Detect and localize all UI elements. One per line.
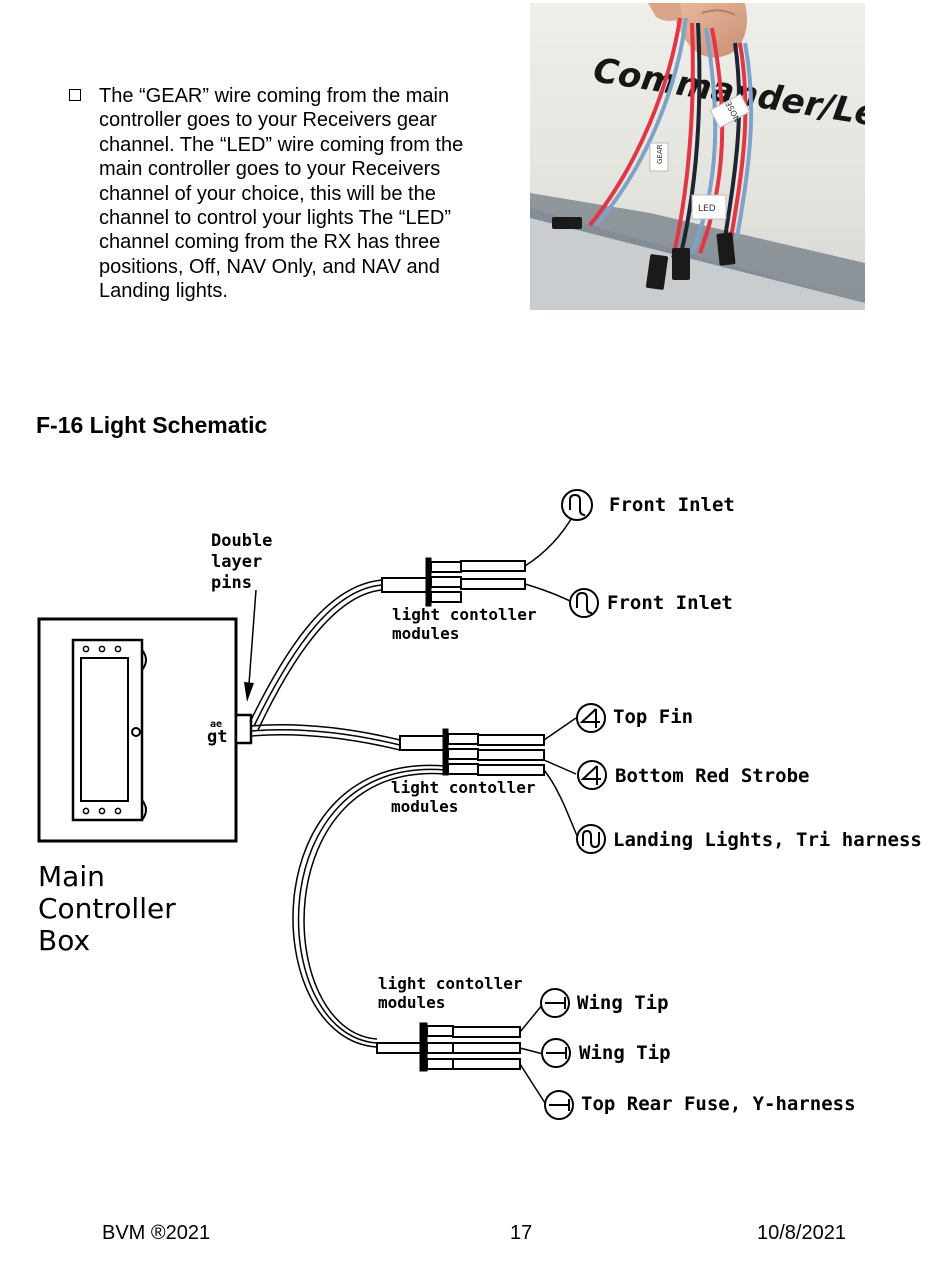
checkbox-bullet <box>69 89 81 101</box>
svg-text:light contoller: light contoller <box>392 605 537 624</box>
svg-text:GEAR: GEAR <box>656 144 664 164</box>
twisted-wires <box>588 17 754 259</box>
svg-text:modules: modules <box>378 993 445 1012</box>
front-inlet-1-icon <box>561 489 593 521</box>
svg-text:Box: Box <box>38 924 90 957</box>
wire-tag-gear: GEAR <box>649 142 669 172</box>
light-label-front-inlet-2: Front Inlet <box>607 592 733 614</box>
module-3 <box>376 1022 521 1072</box>
wire-tag-nose: NOSE <box>709 93 751 129</box>
module-label-2: light contoller modules <box>391 778 536 816</box>
module-2 <box>399 728 545 776</box>
hand-graphic <box>648 3 748 58</box>
top-fin-icon <box>576 703 606 733</box>
light-label-wing-tip-2: Wing Tip <box>579 1042 671 1064</box>
svg-text:Controller: Controller <box>38 892 176 925</box>
servo-connectors <box>552 217 736 290</box>
wiring-photo: Commander/Le NOSE GEAR LED <box>530 3 865 310</box>
svg-text:layer: layer <box>211 552 262 572</box>
light-label-landing-lights: Landing Lights, Tri harness <box>613 829 922 851</box>
light-label-wing-tip-1: Wing Tip <box>577 992 669 1014</box>
wing-tip-1-icon <box>540 988 570 1018</box>
svg-text:Double: Double <box>211 531 272 551</box>
light-label-front-inlet-1: Front Inlet <box>609 494 735 516</box>
instruction-line: channel coming from the RX has three <box>99 231 441 254</box>
wire-tag-led: LED <box>691 194 727 220</box>
wing-tip-2-icon <box>541 1038 571 1068</box>
main-box-label: Main Controller Box <box>38 860 176 957</box>
connector-leads <box>519 513 579 1104</box>
svg-text:gt: gt <box>207 727 227 747</box>
footer-copyright: BVM ®2021 <box>102 1222 211 1244</box>
module-1 <box>381 557 526 607</box>
double-layer-label: Double layer pins <box>211 531 272 593</box>
svg-text:modules: modules <box>392 624 459 643</box>
bottom-red-strobe-icon <box>577 760 607 790</box>
front-inlet-2-icon <box>569 588 599 618</box>
svg-text:pins: pins <box>211 573 252 593</box>
instruction-line: channel. The “LED” wire coming from the <box>99 133 464 156</box>
svg-text:ae: ae <box>210 719 222 730</box>
instruction-line: positions, Off, NAV Only, and NAV and <box>99 255 440 278</box>
light-schematic-diagram: ae gt Double layer pins <box>37 489 922 1120</box>
instruction-line: The “GEAR” wire coming from the main <box>99 85 450 107</box>
top-rear-fuse-icon <box>544 1090 574 1120</box>
instruction-line: channel of your choice, this will be the <box>99 182 436 205</box>
svg-text:light contoller: light contoller <box>378 974 523 993</box>
instruction-line: controller goes to your Receivers gear <box>99 109 437 132</box>
svg-text:modules: modules <box>391 797 458 816</box>
svg-text:Main: Main <box>38 860 105 893</box>
cable-bundles <box>249 579 446 1048</box>
instruction-line: channel to control your lights The “LED” <box>99 207 452 230</box>
light-label-top-rear-fuse: Top Rear Fuse, Y-harness <box>581 1093 856 1115</box>
module-label-3: light contoller modules <box>378 974 523 1012</box>
instruction-line: Landing lights. <box>99 280 228 303</box>
section-title: F-16 Light Schematic <box>36 412 268 438</box>
footer-page-number: 17 <box>510 1222 533 1244</box>
light-label-top-fin: Top Fin <box>613 706 693 728</box>
footer-date: 10/8/2021 <box>757 1222 846 1244</box>
instruction-paragraph: The “GEAR” wire coming from the main con… <box>99 84 499 304</box>
module-label-1: light contoller modules <box>392 605 537 643</box>
arrow-pointer <box>244 589 257 702</box>
landing-lights-icon <box>576 824 606 854</box>
svg-text:LED: LED <box>698 204 716 214</box>
svg-text:light contoller: light contoller <box>391 778 536 797</box>
light-label-bottom-red-strobe: Bottom Red Strobe <box>615 765 809 787</box>
instruction-line: main controller goes to your Receivers <box>99 158 441 181</box>
main-connector: ae gt <box>207 713 253 747</box>
